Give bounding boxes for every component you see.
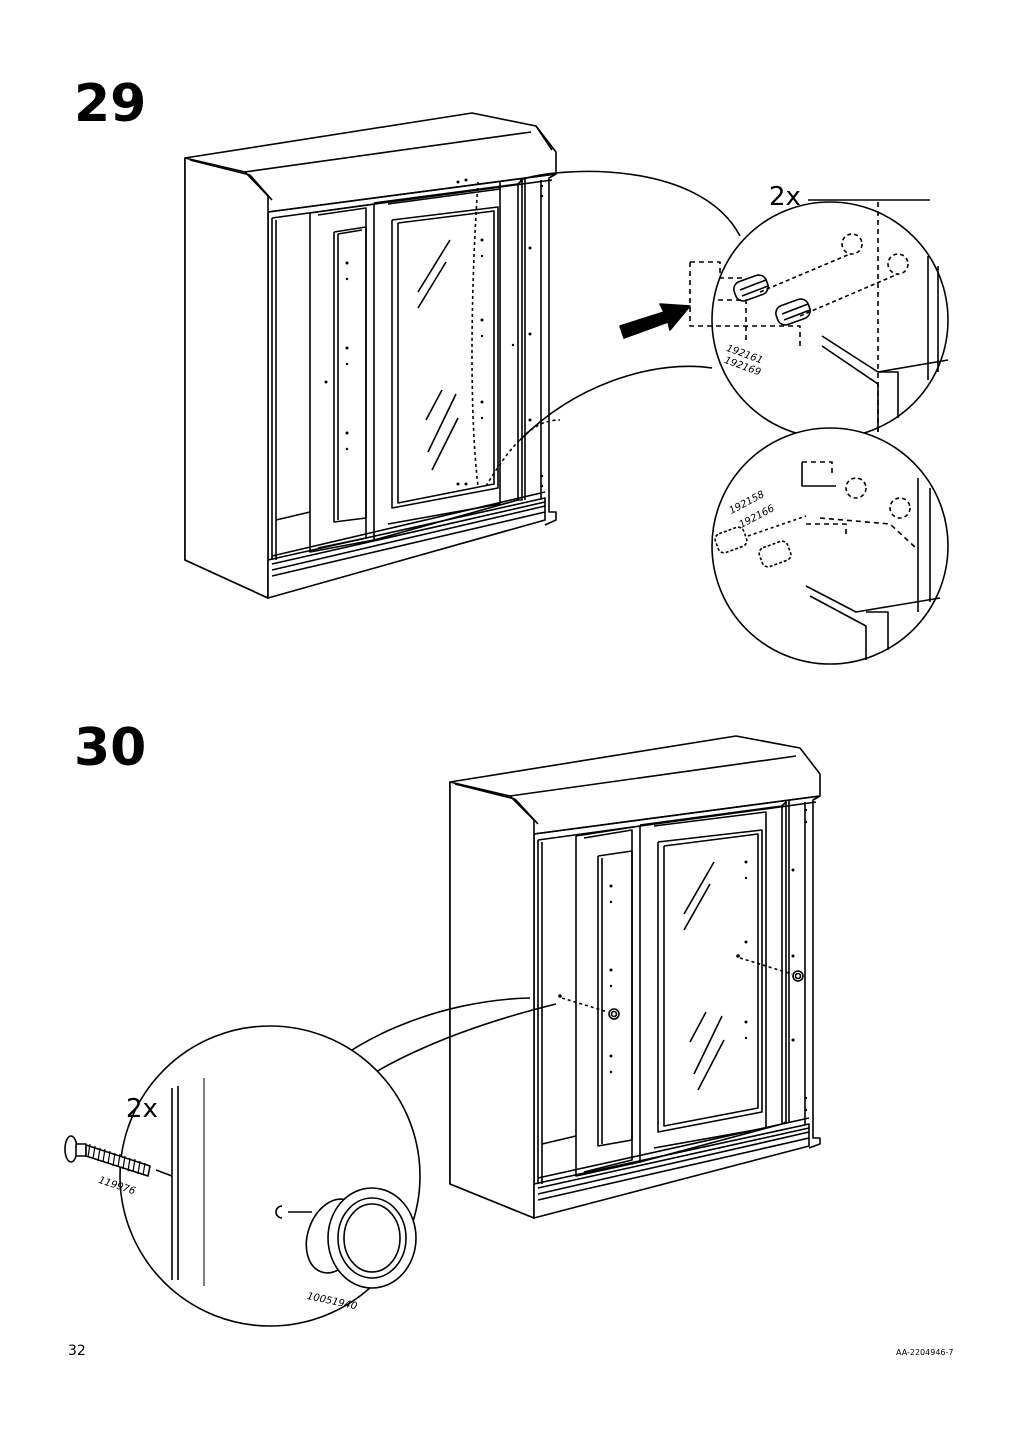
quantity-label-step-30: 2x bbox=[126, 1094, 158, 1124]
cabinet-step-29 bbox=[185, 113, 560, 598]
document-code: AA-2204946-7 bbox=[896, 1348, 954, 1357]
detail-circle-top bbox=[620, 200, 948, 438]
screw-icon bbox=[65, 1136, 172, 1176]
knob-icon bbox=[297, 1188, 416, 1288]
quantity-label-step-29: 2x bbox=[769, 182, 801, 212]
hole-markers-step-30 bbox=[558, 808, 808, 1112]
hole-markers-step-29 bbox=[324, 178, 544, 488]
page-number: 32 bbox=[68, 1343, 86, 1359]
detail-circle-knob bbox=[120, 1026, 420, 1326]
step-number-30: 30 bbox=[74, 718, 147, 778]
detail-circle-bottom bbox=[712, 428, 948, 664]
step-number-29: 29 bbox=[74, 74, 147, 134]
